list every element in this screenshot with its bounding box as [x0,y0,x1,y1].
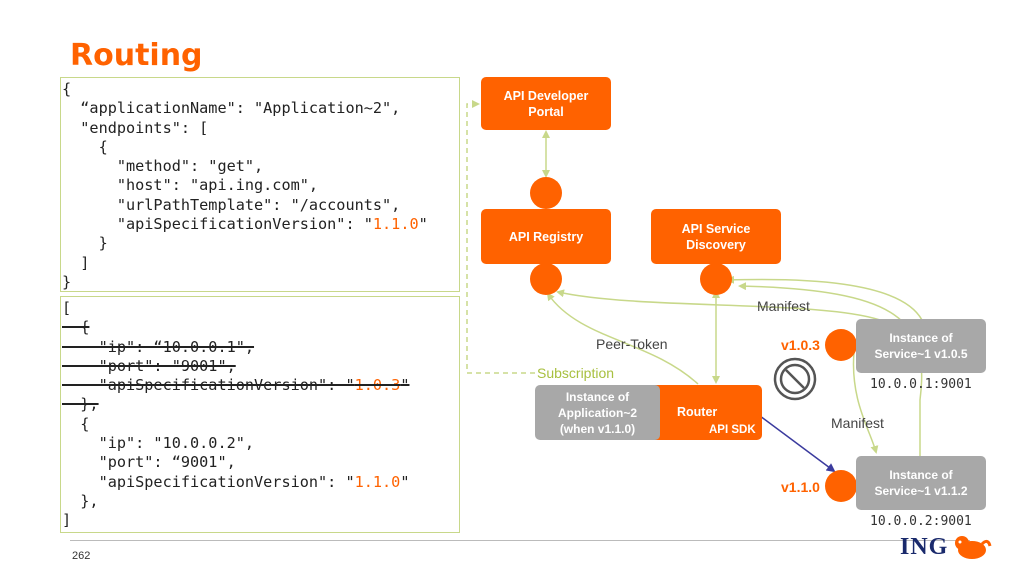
struck-line: }, [62,395,99,414]
version-value: 1.1.0 [354,472,401,491]
v110-port [825,470,857,502]
instances-json-code: [ { "ip": “10.0.0.1", "port": "9001", "a… [62,299,409,531]
api-developer-portal: API Developer Portal [481,77,611,130]
service-instance-v112: Instance of Service~1 v1.1.2 [856,456,986,510]
code-line: "host": "api.ing.com", [62,176,319,195]
ing-logo: ING [900,532,992,562]
code-line: "endpoints": [ [62,118,209,137]
code-line-version: "apiSpecificationVersion": "1.1.0" [62,472,410,491]
version-value: 1.1.0 [372,215,419,234]
code-line: { [62,414,90,433]
application-json-code: { “applicationName": "Application~2", "e… [62,80,428,292]
router-to-instance-arrow [759,415,836,473]
subscription-connector [466,100,535,374]
code-line: { [62,80,72,98]
api-sdk-label: API SDK [709,424,756,436]
struck-line: { [62,318,90,337]
page-title: Routing [70,38,203,73]
logo-text: ING [900,533,949,560]
version-v103-label: v1.0.3 [781,337,820,353]
footer-divider [70,540,970,541]
instance1-address: 10.0.0.1:9001 [870,377,972,392]
code-line: "method": "get", [62,157,264,176]
v103-port [825,329,857,361]
discovery-port [700,263,732,295]
code-line: "port": “9001", [62,453,236,472]
code-line: { [62,137,108,156]
struck-line: "port": "9001", [62,356,236,375]
registry-bottom-port [530,263,562,295]
subscription-label: Subscription [537,365,615,381]
application-json-box [60,77,460,292]
api-registry: API Registry [481,209,611,264]
code-line: "urlPathTemplate": "/accounts", [62,195,401,214]
code-line: "ip": "10.0.0.2", [62,434,255,453]
api-service-discovery: API Service Discovery [651,209,781,264]
instance2-discovery-connector [738,282,923,456]
version-v110-label: v1.1.0 [781,479,820,495]
registry-top-port [530,177,562,209]
page-number: 262 [72,550,91,562]
application-instance-box: Instance of Application~2 (when v1.1.0) [535,385,660,440]
manifest-discovery-connector [726,275,923,321]
struck-line: "ip": “10.0.0.1", [62,337,255,356]
manifest-registry-connector [556,289,881,321]
blocked-icon [773,357,817,401]
struck-line-version: "apiSpecificationVersion": "1.0.3" [62,376,410,395]
code-line: } [62,272,72,291]
peer-token-connector [546,292,699,385]
peer-token-label: Peer-Token [596,336,668,352]
router-box: Router API SDK [645,385,762,440]
service-instance-v105: Instance of Service~1 v1.0.5 [856,319,986,373]
instance2-address: 10.0.0.2:9001 [870,514,972,529]
struck-version-value: 1.0.3 [354,376,401,395]
code-line: ] [62,253,90,272]
manifest-label-top: Manifest [757,298,810,314]
instances-json-box [60,296,460,533]
code-line: }, [62,491,99,510]
code-line-version: "apiSpecificationVersion": "1.1.0" [62,215,428,234]
code-line: [ [62,299,72,317]
manifest-label-bottom: Manifest [831,415,884,431]
router-label: Router [677,405,718,419]
code-line: ] [62,511,72,530]
code-line: “applicationName": "Application~2", [62,99,401,118]
lion-icon [955,536,992,559]
code-line: } [62,234,108,253]
manifest-instance-connector [852,351,879,454]
